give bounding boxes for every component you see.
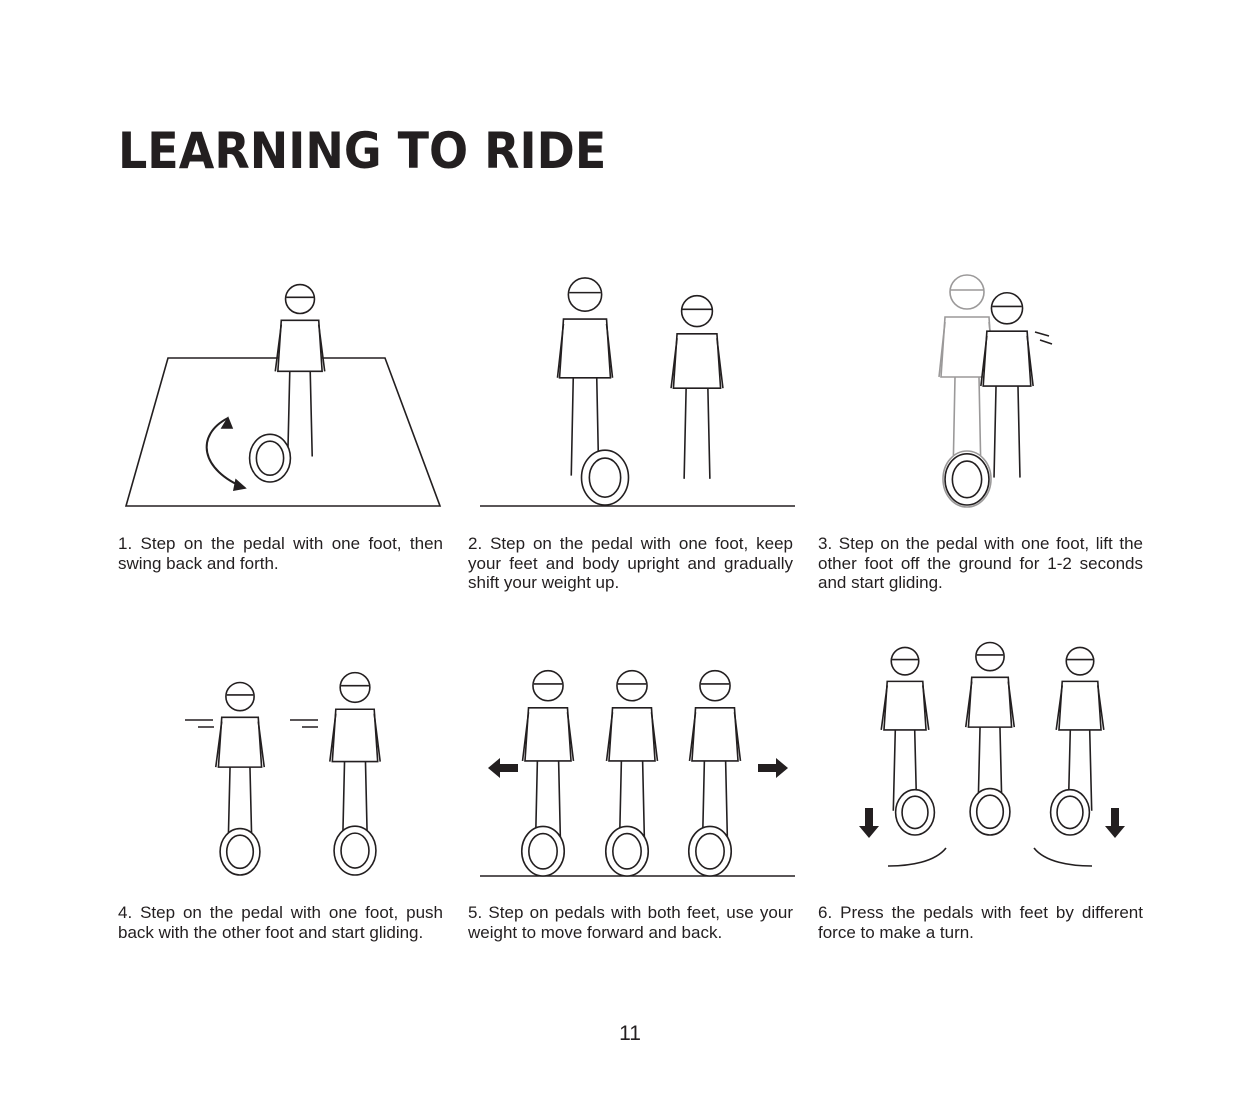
turn-right-arrow-icon	[1034, 848, 1092, 866]
rider-step-4a	[216, 682, 265, 875]
ground-mat	[126, 358, 440, 506]
motion-lines-icon	[185, 332, 1052, 727]
arrowhead-icon	[234, 480, 245, 490]
page-title: LEARNING TO RIDE	[118, 122, 607, 180]
rider-step-1	[250, 285, 325, 482]
rider-step-5-1	[522, 671, 574, 876]
step-6-caption: 6. Press the pedals with feet by differe…	[818, 903, 1143, 942]
rider-step-4b	[330, 673, 380, 875]
rider-step-6-right	[1051, 647, 1104, 835]
rider-step-6-left	[881, 647, 934, 835]
arrow-down-icon	[859, 808, 879, 838]
step-1-caption: 1. Step on the pedal with one foot, then…	[118, 534, 443, 573]
step-5-caption: 5. Step on pedals with both feet, use yo…	[468, 903, 793, 942]
rider-step-2	[557, 278, 628, 505]
rider-step-6-center	[966, 642, 1015, 835]
rider-step-5-3	[689, 671, 741, 876]
arrow-down-icon	[1105, 808, 1125, 838]
arrow-right-icon	[758, 758, 788, 778]
arrow-left-icon	[488, 758, 518, 778]
turn-left-arrow-icon	[888, 848, 946, 866]
rider-step-3	[945, 293, 1033, 505]
swing-arrow-icon	[207, 418, 245, 488]
step-3-caption: 3. Step on the pedal with one foot, lift…	[818, 534, 1143, 592]
arrowhead-icon	[222, 418, 232, 428]
page-number: 11	[619, 1022, 641, 1045]
step-4-caption: 4. Step on the pedal with one foot, push…	[118, 903, 443, 942]
helper-step-2	[671, 296, 723, 479]
step-2-caption: 2. Step on the pedal with one foot, keep…	[468, 534, 793, 592]
rider-step-5-2	[606, 671, 658, 876]
